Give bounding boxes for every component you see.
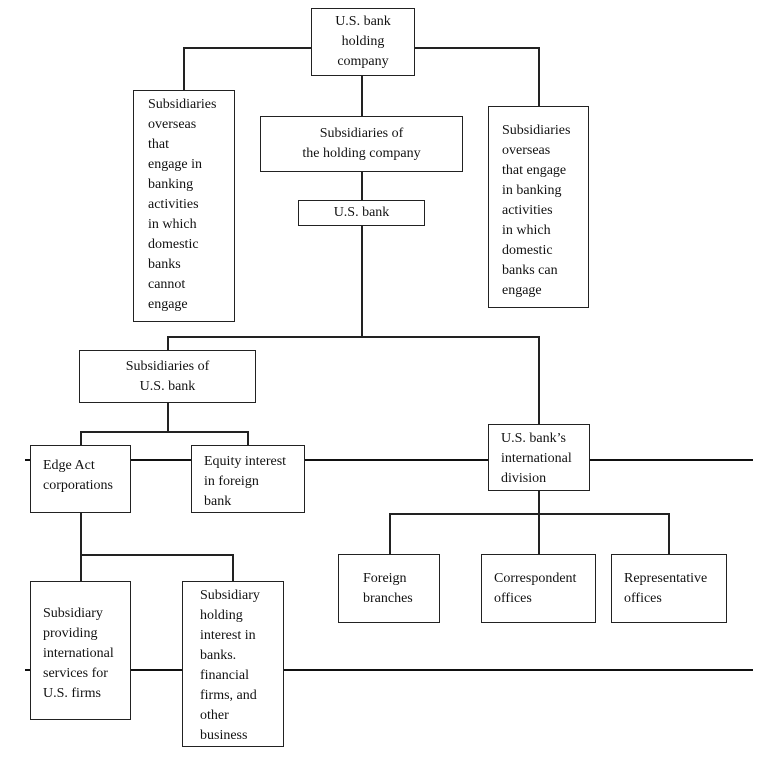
node-overseas-can-engage: Subsidiaries overseas that engage in ban… xyxy=(488,106,589,308)
boundary-line xyxy=(130,459,191,461)
connector xyxy=(232,554,234,581)
boundary-line xyxy=(590,459,753,461)
boundary-line xyxy=(25,669,30,671)
node-label: Correspondent offices xyxy=(494,571,577,606)
node-label: Foreign branches xyxy=(363,571,413,606)
node-representative-offices: Representative offices xyxy=(611,554,727,623)
node-label: Subsidiary holding interest in banks. fi… xyxy=(200,588,260,743)
connector xyxy=(361,226,363,336)
node-holding-subsidiaries: Subsidiaries of the holding company xyxy=(260,116,463,172)
node-overseas-cannot-engage: Subsidiaries overseas that engage in ban… xyxy=(133,90,235,322)
node-edge-act: Edge Act corporations xyxy=(30,445,131,513)
connector xyxy=(389,513,391,554)
node-correspondent-offices: Correspondent offices xyxy=(481,554,596,623)
connector xyxy=(538,336,540,424)
node-label: U.S. bank holding company xyxy=(335,14,391,69)
connector xyxy=(247,431,249,445)
node-holding-company: U.S. bank holding company xyxy=(311,8,415,76)
connector xyxy=(361,76,363,116)
connector xyxy=(183,47,185,90)
connector xyxy=(167,336,539,338)
node-label: U.S. bank xyxy=(333,205,390,220)
node-foreign-branches: Foreign branches xyxy=(338,554,440,623)
connector xyxy=(538,47,540,106)
node-label: Edge Act corporations xyxy=(43,458,113,493)
connector xyxy=(80,513,82,581)
node-holding-interest: Subsidiary holding interest in banks. fi… xyxy=(182,581,284,747)
connector xyxy=(167,336,169,350)
connector xyxy=(183,47,311,49)
node-label: Subsidiaries of the holding company xyxy=(302,126,421,161)
connector xyxy=(80,431,248,433)
connector xyxy=(80,554,233,556)
boundary-line xyxy=(305,459,488,461)
connector xyxy=(80,431,82,445)
boundary-line xyxy=(25,459,30,461)
node-intl-services: Subsidiary providing international servi… xyxy=(30,581,131,720)
node-label: Subsidiaries overseas that engage in ban… xyxy=(502,123,571,298)
connector xyxy=(167,403,169,431)
node-bank-subsidiaries: Subsidiaries of U.S. bank xyxy=(79,350,256,403)
connector xyxy=(538,491,540,554)
node-label: Representative offices xyxy=(624,571,708,606)
node-label: U.S. bank’s international division xyxy=(501,431,572,486)
node-label: Equity interest in foreign bank xyxy=(204,454,287,509)
node-label: Subsidiaries of U.S. bank xyxy=(125,358,210,394)
connector xyxy=(668,513,670,554)
boundary-line xyxy=(283,669,753,671)
node-equity-interest: Equity interest in foreign bank xyxy=(191,445,305,513)
connector xyxy=(415,47,539,49)
boundary-line xyxy=(131,669,182,671)
node-us-bank: U.S. bank xyxy=(298,200,425,226)
connector xyxy=(361,172,363,200)
node-label: Subsidiary providing international servi… xyxy=(43,606,114,701)
node-intl-division: U.S. bank’s international division xyxy=(488,424,590,491)
node-label: Subsidiaries overseas that engage in ban… xyxy=(148,97,217,312)
connector xyxy=(389,513,669,515)
